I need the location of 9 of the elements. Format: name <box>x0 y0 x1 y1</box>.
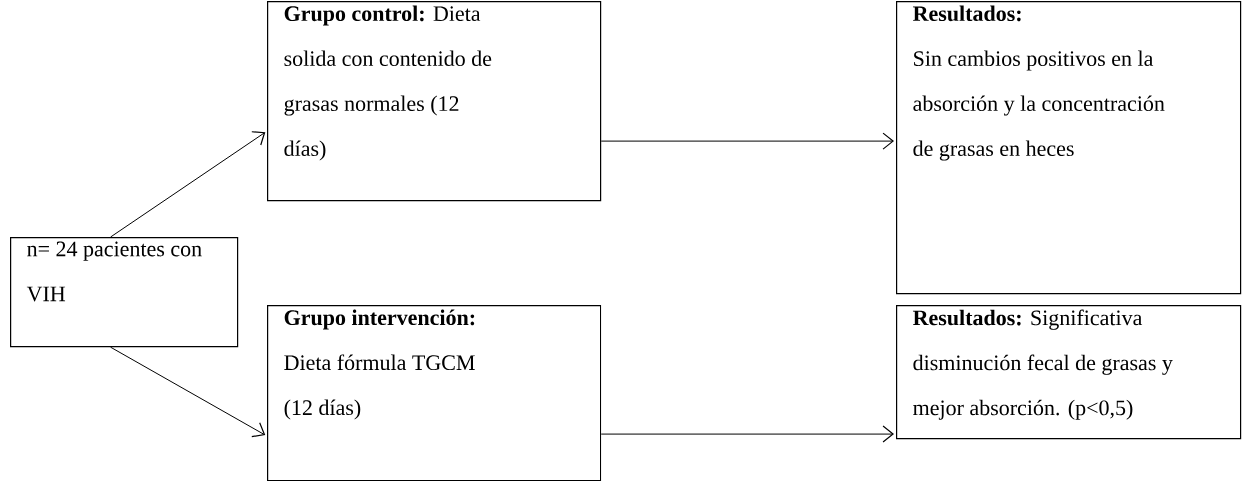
arrow <box>600 132 894 150</box>
flow-box: Grupo intervención: Dieta fórmula TGCM (12 días) <box>267 305 602 481</box>
flow-box: n= 24 pacientes con VIH <box>10 237 239 348</box>
arrow <box>110 346 266 438</box>
arrow <box>600 425 894 443</box>
flow-box: Grupo control: Dieta solida con contenido de grasas normales (12 días) <box>267 1 602 202</box>
arrow <box>110 131 266 238</box>
flow-box: Resultados: Sin cambios positivos en la absorción y la concentración de grasas en heces <box>896 1 1242 295</box>
flow-box: Resultados: Significativa disminución fecal de grasas y mejor absorción. (p<0,5) <box>896 305 1242 440</box>
